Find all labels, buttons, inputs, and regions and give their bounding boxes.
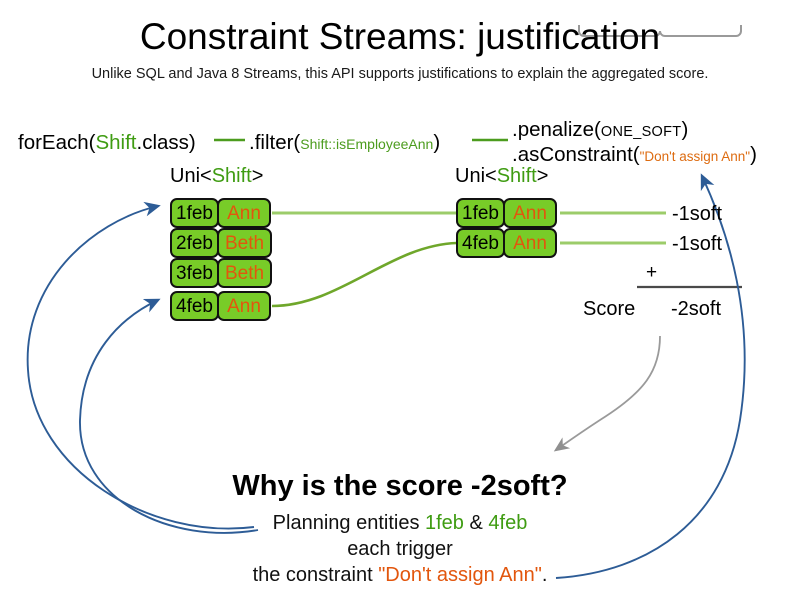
fact-date: 1feb <box>456 198 505 228</box>
match-score-2: -1soft <box>672 233 723 255</box>
code-penalize-arg: ONE_SOFT <box>600 124 682 140</box>
explanation-line-3: the constraint "Don't assign Ann". <box>0 564 800 587</box>
fact-date: 2feb <box>170 228 219 258</box>
stream-connector-4feb <box>271 241 458 308</box>
explanation-constraint-name: "Don't assign Ann" <box>378 564 542 586</box>
explanation-line-1: Planning entities 1feb & 4feb <box>0 512 800 535</box>
uni-label-right-prefix: Uni< <box>455 165 497 187</box>
uni-label-left-suffix: > <box>251 165 264 187</box>
explanation-entity-4feb: 4feb <box>488 512 528 534</box>
code-as-constraint-suffix: ) <box>750 143 757 166</box>
code-as-constraint-prefix: .asConstraint( <box>512 143 640 166</box>
fact-row[interactable]: 4feb Ann <box>456 228 557 258</box>
explanation-entity-1feb: 1feb <box>425 512 464 534</box>
fact-date: 3feb <box>170 258 219 288</box>
code-filter-suffix: ) <box>433 131 441 154</box>
code-foreach: forEach(Shift.class) <box>18 131 196 155</box>
code-filter-prefix: .filter( <box>249 131 301 154</box>
fact-name: Ann <box>216 291 271 321</box>
code-penalize-prefix: .penalize( <box>512 118 601 141</box>
brace-to-heading-arrow <box>553 335 661 452</box>
code-penalize-suffix: ) <box>681 118 689 141</box>
fact-name: Ann <box>216 198 271 228</box>
code-penalize: .penalize(ONE_SOFT) <box>512 118 688 142</box>
fact-name: Ann <box>502 198 557 228</box>
code-as-constraint: .asConstraint("Don't assign Ann") <box>512 143 757 167</box>
fact-date: 1feb <box>170 198 219 228</box>
fact-date: 4feb <box>170 291 219 321</box>
code-foreach-suffix: .class) <box>136 131 196 154</box>
fact-row[interactable]: 1feb Ann <box>456 198 557 228</box>
code-filter: .filter(Shift::isEmployeeAnn) <box>249 131 440 155</box>
uni-label-right: Uni<Shift> <box>455 165 548 188</box>
code-foreach-prefix: forEach( <box>18 131 96 154</box>
fact-row[interactable]: 3feb Beth <box>170 258 273 288</box>
explanation-line-1-pre: Planning entities <box>272 512 425 534</box>
score-label: Score <box>583 298 636 320</box>
page-subtitle: Unlike SQL and Java 8 Streams, this API … <box>91 66 709 82</box>
uni-label-left-prefix: Uni< <box>170 165 212 187</box>
uni-label-left-type: Shift <box>211 165 252 187</box>
code-filter-method-ref: Shift::isEmployeeAnn <box>300 136 434 152</box>
fact-name: Beth <box>216 258 273 288</box>
uni-label-right-suffix: > <box>536 165 549 187</box>
score-total: -2soft <box>671 298 722 320</box>
fact-name: Beth <box>216 228 273 258</box>
page-title: Constraint Streams: justification <box>139 16 661 57</box>
code-foreach-type: Shift <box>95 131 137 154</box>
explanation-line-1-mid: & <box>463 512 489 534</box>
uni-label-right-type: Shift <box>496 165 537 187</box>
explanation-heading: Why is the score -2soft? <box>232 470 568 502</box>
fact-row[interactable]: 4feb Ann <box>170 291 271 321</box>
fact-row[interactable]: 2feb Beth <box>170 228 273 258</box>
fact-date: 4feb <box>456 228 505 258</box>
code-as-constraint-arg: "Don't assign Ann" <box>639 149 751 164</box>
fact-name: Ann <box>502 228 557 258</box>
match-score-1: -1soft <box>672 203 723 225</box>
explanation-line-2: each trigger <box>347 538 453 560</box>
sum-operator: + <box>646 262 658 283</box>
uni-label-left: Uni<Shift> <box>170 165 263 188</box>
explanation-line-3-post: . <box>541 564 548 586</box>
fact-row[interactable]: 1feb Ann <box>170 198 271 228</box>
explanation-line-3-pre: the constraint <box>252 564 379 586</box>
